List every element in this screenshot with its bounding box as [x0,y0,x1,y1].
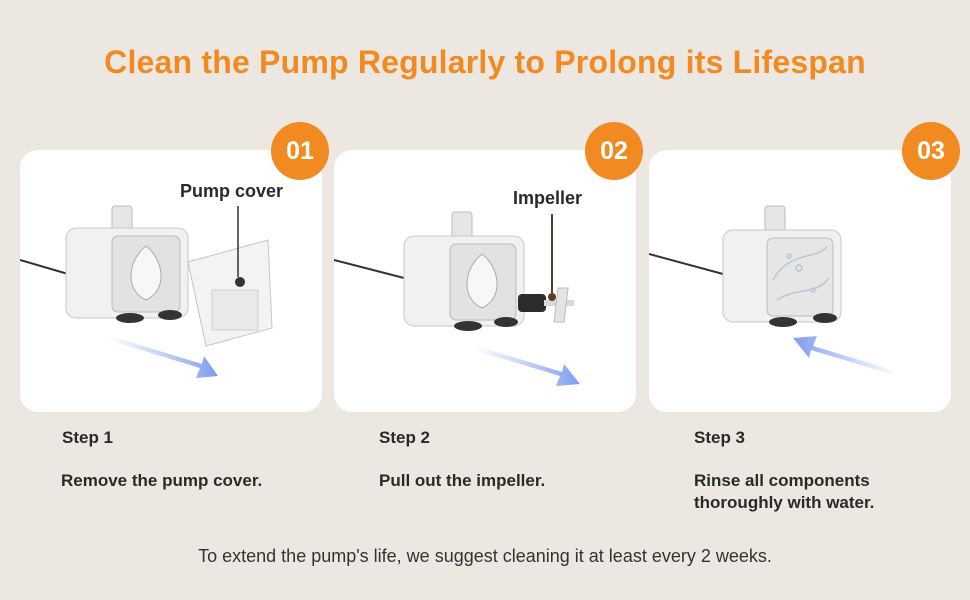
step-3-description: Rinse all components thoroughly with wat… [694,471,875,512]
step-3-label: Step 3 [694,428,746,447]
step-1-description: Remove the pump cover. [61,471,263,490]
pump-rinse-illustration [649,205,899,376]
pump-with-impeller-illustration [334,211,580,386]
step-2-label: Step 2 [379,428,431,447]
step-1-badge: 01 [271,122,329,180]
step-1-label: Step 1 [62,428,114,447]
direction-arrow-icon [108,336,218,378]
step-2-card [334,150,636,412]
pump-icon [65,205,189,323]
page-title: Clean the Pump Regularly to Prolong its … [104,44,866,80]
impeller-icon [518,287,574,323]
step-3-badge: 03 [902,122,960,180]
direction-arrow-icon [474,346,580,386]
water-splash-icon [772,245,830,301]
step-1-card [20,150,322,412]
pump-icon [722,205,842,327]
step-2-description: Pull out the impeller. [379,471,546,490]
pump-icon [403,211,525,331]
pump-with-cover-illustration [20,205,273,378]
step-3-card [649,150,951,412]
pump-cover-icon [187,239,273,347]
direction-arrow-icon [793,336,899,376]
pump-cover-callout: Pump cover [180,181,284,201]
footer-note: To extend the pump's life, we suggest cl… [198,546,772,566]
step-2-badge: 02 [585,122,643,180]
impeller-callout: Impeller [513,188,583,208]
